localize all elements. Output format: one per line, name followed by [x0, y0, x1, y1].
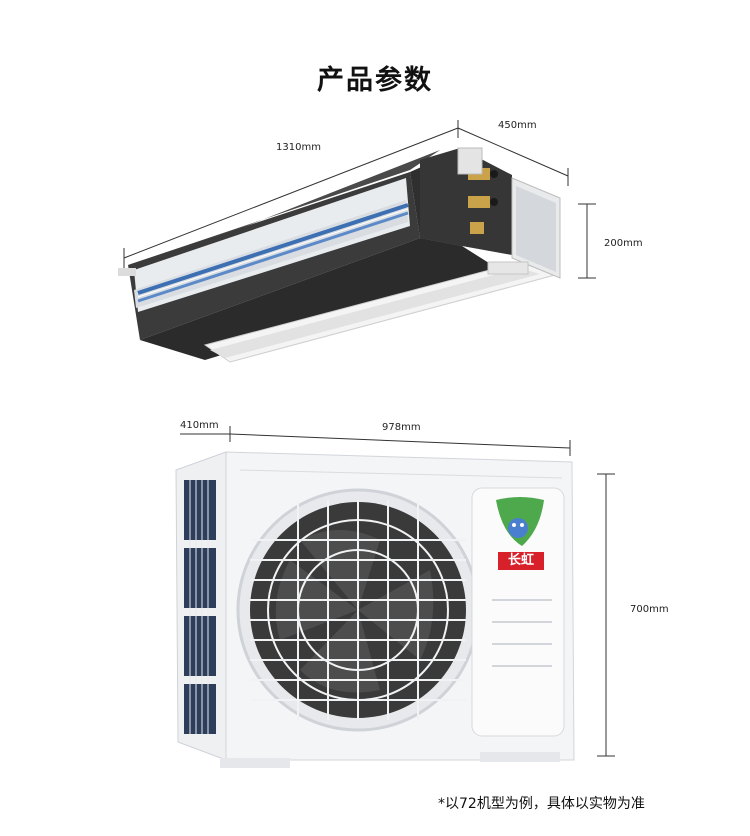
footnote: *以72机型为例，具体以实物为准 — [438, 796, 645, 812]
outdoor-height-label: 700mm — [630, 604, 669, 615]
outdoor-width-label: 978mm — [382, 422, 421, 433]
outdoor-width-dimension-line — [229, 433, 571, 456]
indoor-height-label: 200mm — [604, 238, 643, 249]
indoor-depth-label: 450mm — [498, 120, 537, 131]
indoor-depth-dimension-line — [457, 127, 569, 186]
outdoor-depth-label: 410mm — [180, 420, 219, 431]
brand-logo — [496, 497, 544, 570]
indoor-length-label: 1310mm — [276, 142, 321, 153]
indoor-length-dimension-line — [123, 120, 459, 268]
brand-logo-text: 长虹 — [507, 553, 534, 568]
indoor-height-dimension-line — [578, 203, 596, 279]
outdoor-height-dimension-line — [597, 473, 615, 757]
page-title: 产品参数 — [317, 65, 433, 96]
indoor-unit-image — [118, 120, 596, 363]
outdoor-unit-image — [175, 426, 615, 768]
